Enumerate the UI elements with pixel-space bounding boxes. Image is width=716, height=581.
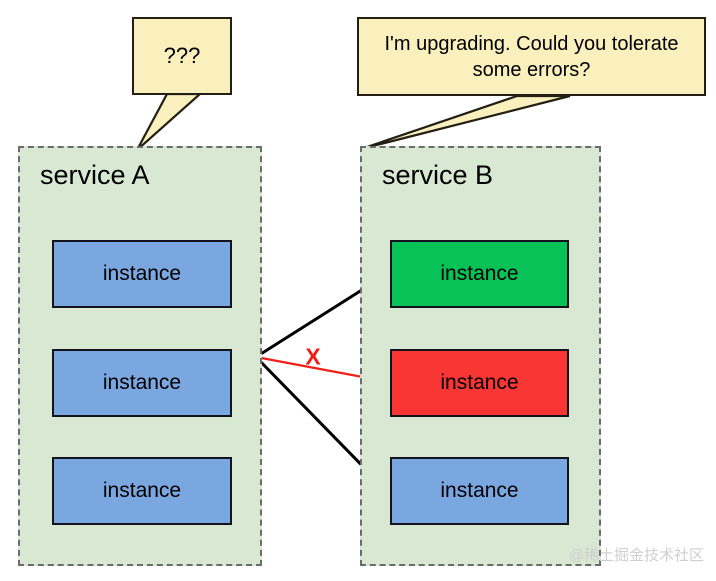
service-b-instance-1[interactable]: instance (390, 240, 569, 308)
speech-bubble-service-a-text: ??? (163, 43, 201, 68)
blocked-x-icon: X (305, 343, 321, 370)
service-a-instance-2[interactable]: instance (52, 349, 232, 417)
service-a-instance-3[interactable]: instance (52, 457, 232, 525)
service-b-instance-2[interactable]: instance (390, 349, 569, 417)
speech-bubble-service-a: ??? (132, 17, 232, 95)
speech-bubble-service-b-line1: I'm upgrading. Could you tolerate (384, 32, 679, 55)
service-b-instance-3[interactable]: instance (390, 457, 569, 525)
speech-bubble-service-b-line2: some errors? (472, 58, 591, 81)
service-a-container: service A instance instance instance (18, 146, 262, 566)
service-a-instance-1[interactable]: instance (52, 240, 232, 308)
watermark: @稀土掘金技术社区 (568, 547, 704, 564)
service-b-container: service B instance instance instance (360, 146, 601, 566)
speech-bubble-service-b-text: I'm upgrading. Could you tolerate some e… (385, 31, 679, 83)
bubble-b-tail (360, 94, 571, 151)
speech-bubble-service-b: I'm upgrading. Could you tolerate some e… (357, 17, 706, 96)
service-b-title: service B (382, 160, 494, 190)
service-a-title: service A (40, 160, 150, 190)
bubble-a-tail (136, 92, 203, 151)
